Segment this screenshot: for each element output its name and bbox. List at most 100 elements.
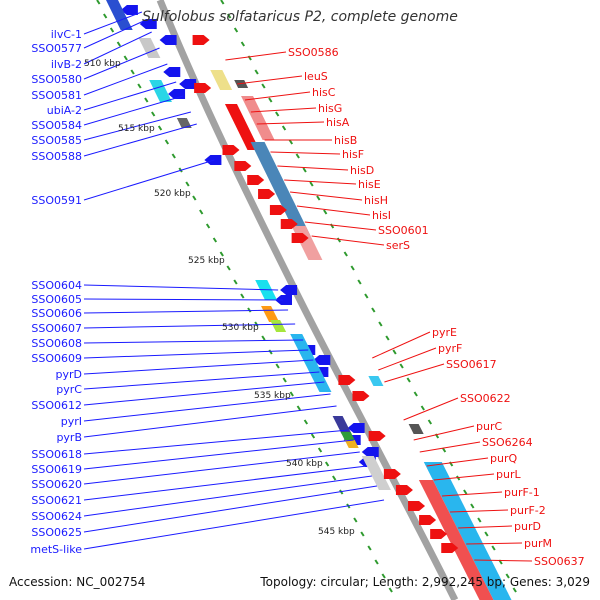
blue-gene-arrow — [139, 19, 157, 29]
red-gene-arrow — [194, 83, 212, 93]
tick-mark — [226, 265, 231, 271]
label-leader — [474, 559, 533, 562]
label-leader — [83, 359, 314, 375]
label-leader — [83, 381, 325, 406]
label-leader — [378, 347, 437, 371]
gene-block-cyan — [368, 376, 384, 386]
gene-label: purF-2 — [510, 504, 546, 517]
tick-mark — [109, 27, 115, 33]
gene-label: SSO0609 — [31, 352, 82, 365]
label-leader — [83, 284, 279, 291]
genome-title: Sulfolobus solfataricus P2, complete gen… — [142, 9, 458, 25]
tick-mark — [367, 545, 372, 551]
label-leader — [83, 47, 160, 80]
tick-mark — [364, 293, 369, 299]
tick-mark — [137, 83, 142, 89]
label-leader — [83, 309, 289, 314]
gene-label: SSO0581 — [31, 89, 82, 102]
blue-gene-arrow — [159, 35, 177, 45]
label-leader — [83, 123, 197, 157]
red-gene-arrow — [291, 233, 309, 243]
tick-mark — [385, 335, 390, 341]
accession-text: Accession: NC_002754 — [9, 575, 146, 589]
label-leader — [83, 11, 143, 35]
gene-features — [106, 0, 512, 600]
tick-mark — [324, 461, 330, 467]
gene-label: SSO0606 — [31, 307, 82, 320]
tick-mark — [309, 181, 314, 187]
gene-block-green — [340, 432, 355, 440]
label-leader — [83, 323, 296, 329]
gene-block-cyan — [149, 80, 172, 102]
label-leader — [83, 111, 192, 141]
gene-label: pyrF — [438, 342, 462, 355]
blue-gene-arrow — [163, 67, 181, 77]
tick-mark — [505, 573, 510, 579]
gene-label: SSO0618 — [31, 448, 82, 461]
gene-label: SSO0617 — [446, 358, 497, 371]
gene-label: SSO0584 — [31, 119, 82, 132]
gene-label: hisE — [358, 178, 381, 191]
tick-mark — [303, 419, 309, 425]
tick-mark — [144, 97, 149, 103]
label-leader — [304, 221, 377, 231]
red-gene-arrow — [222, 145, 240, 155]
tick-mark — [268, 97, 273, 103]
tick-mark — [116, 41, 122, 47]
gene-block-green — [270, 320, 287, 332]
gene-label: serS — [386, 239, 410, 252]
gene-label: SSO0580 — [31, 73, 82, 86]
gene-label: SSO0604 — [31, 279, 82, 292]
label-leader — [225, 51, 287, 61]
tick-mark — [332, 475, 337, 481]
gene-block-dark — [408, 424, 424, 434]
gene-label: SSO0620 — [31, 478, 82, 491]
blue-gene-arrow — [275, 295, 292, 305]
kbp-label: 525 kbp — [188, 256, 225, 266]
gene-label: SSO0622 — [460, 392, 511, 405]
gene-label: SSO0625 — [31, 526, 82, 539]
gene-block-yellow — [210, 70, 233, 90]
label-leader — [296, 205, 371, 216]
kbp-label: 530 kbp — [222, 323, 259, 333]
red-gene-arrow — [408, 501, 426, 511]
label-leader — [83, 405, 337, 438]
label-leader — [450, 509, 509, 513]
tick-mark — [296, 405, 301, 411]
tick-mark — [254, 321, 259, 327]
gene-label: SSO0624 — [31, 510, 82, 523]
gene-label: hisH — [364, 194, 388, 207]
gene-label: SSO0588 — [31, 150, 82, 163]
tick-mark — [350, 265, 355, 271]
gene-label: purM — [524, 537, 552, 550]
tick-mark — [240, 293, 245, 299]
tick-mark — [378, 321, 383, 327]
gene-block-pink — [241, 96, 275, 140]
tick-mark — [295, 153, 300, 159]
tick-mark — [336, 237, 342, 243]
gene-label: hisA — [326, 116, 350, 129]
tick-mark — [130, 69, 135, 75]
red-gene-arrow — [247, 175, 265, 185]
red-gene-arrow — [383, 469, 401, 479]
gene-label: SSO0607 — [31, 322, 82, 335]
gene-label: SSO0577 — [31, 42, 82, 55]
gene-label: SSO6264 — [482, 436, 533, 449]
label-leader — [83, 95, 184, 126]
tick-mark — [491, 545, 496, 551]
gene-label: ubiA-2 — [47, 104, 82, 117]
blue-gene-arrow — [347, 423, 365, 433]
gene-label: pyrB — [56, 431, 82, 444]
label-leader — [83, 371, 320, 390]
tick-mark — [381, 573, 386, 579]
red-gene-arrow — [258, 189, 276, 199]
tick-mark — [374, 559, 379, 565]
blue-gene-arrow — [120, 5, 138, 15]
tick-mark — [512, 587, 517, 593]
tick-mark — [371, 307, 376, 313]
gene-block-cyan — [290, 334, 332, 392]
gene-block-grey — [361, 456, 391, 490]
label-leader — [83, 19, 147, 49]
label-leader — [83, 393, 331, 422]
